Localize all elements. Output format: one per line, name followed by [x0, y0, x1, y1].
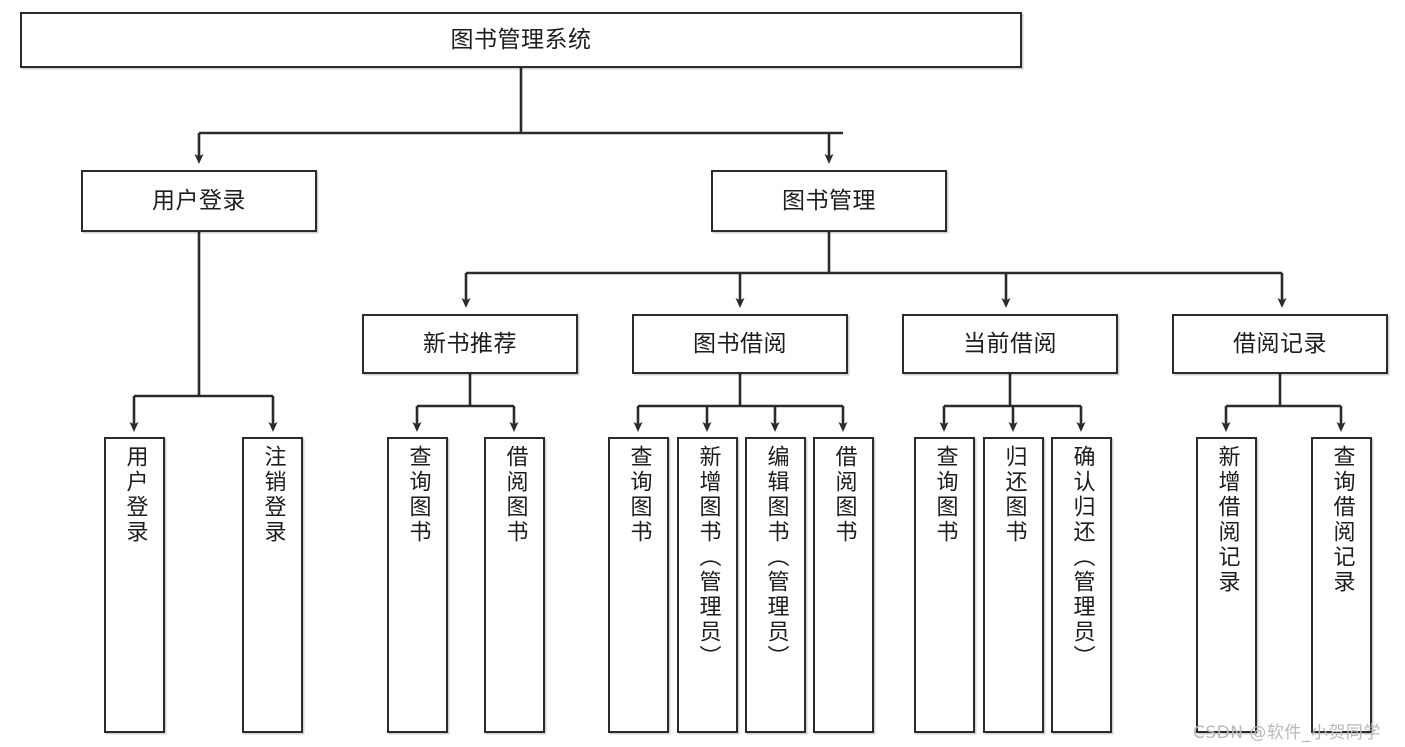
node-leaf-add-book[interactable]: 新增图书（管理员）: [677, 437, 738, 733]
node-leaf-add-record[interactable]: 新增借阅记录: [1196, 437, 1257, 733]
csdn-watermark: CSDN @软件_小贺同学: [1193, 723, 1381, 743]
node-leaf-user-logout[interactable]: 注销登录: [242, 437, 303, 733]
node-user-login-label: 用户登录: [152, 187, 246, 214]
node-leaf-query-book-1-label: 查询图书: [405, 445, 431, 545]
node-leaf-add-book-label: 新增图书（管理员）: [695, 445, 721, 670]
node-new-book-rec[interactable]: 新书推荐: [362, 314, 578, 374]
node-leaf-borrow-book-1-label: 借阅图书: [502, 445, 528, 545]
node-leaf-return-book-label: 归还图书: [1001, 445, 1027, 545]
node-leaf-edit-book[interactable]: 编辑图书（管理员）: [745, 437, 806, 733]
node-leaf-query-record[interactable]: 查询借阅记录: [1311, 437, 1372, 733]
node-leaf-borrow-book-2[interactable]: 借阅图书: [813, 437, 874, 733]
node-root[interactable]: 图书管理系统: [20, 12, 1022, 68]
node-user-login[interactable]: 用户登录: [81, 170, 317, 232]
node-borrow-record[interactable]: 借阅记录: [1172, 314, 1388, 374]
node-borrow-record-label: 借阅记录: [1233, 330, 1327, 357]
node-leaf-return-book[interactable]: 归还图书: [983, 437, 1044, 733]
node-leaf-query-book-2[interactable]: 查询图书: [608, 437, 669, 733]
node-current-borrow-label: 当前借阅: [963, 330, 1057, 357]
node-leaf-confirm-return[interactable]: 确认归还（管理员）: [1051, 437, 1112, 733]
node-book-borrow-label: 图书借阅: [693, 330, 787, 357]
node-leaf-edit-book-label: 编辑图书（管理员）: [763, 445, 789, 670]
node-leaf-borrow-book-1[interactable]: 借阅图书: [484, 437, 545, 733]
node-book-manage[interactable]: 图书管理: [711, 170, 947, 232]
node-current-borrow[interactable]: 当前借阅: [902, 314, 1118, 374]
node-root-label: 图书管理系统: [450, 26, 592, 53]
node-new-book-rec-label: 新书推荐: [423, 330, 517, 357]
node-leaf-query-book-2-label: 查询图书: [626, 445, 652, 545]
node-book-manage-label: 图书管理: [782, 187, 876, 214]
node-leaf-user-login-label: 用户登录: [122, 445, 148, 545]
node-leaf-user-login[interactable]: 用户登录: [104, 437, 165, 733]
node-leaf-query-book-3-label: 查询图书: [932, 445, 958, 545]
node-leaf-query-book-1[interactable]: 查询图书: [387, 437, 448, 733]
node-leaf-confirm-return-label: 确认归还（管理员）: [1069, 445, 1095, 670]
node-book-borrow[interactable]: 图书借阅: [632, 314, 848, 374]
node-leaf-query-record-label: 查询借阅记录: [1329, 445, 1355, 595]
node-leaf-borrow-book-2-label: 借阅图书: [831, 445, 857, 545]
node-leaf-add-record-label: 新增借阅记录: [1214, 445, 1240, 595]
node-leaf-user-logout-label: 注销登录: [260, 445, 286, 545]
node-leaf-query-book-3[interactable]: 查询图书: [914, 437, 975, 733]
